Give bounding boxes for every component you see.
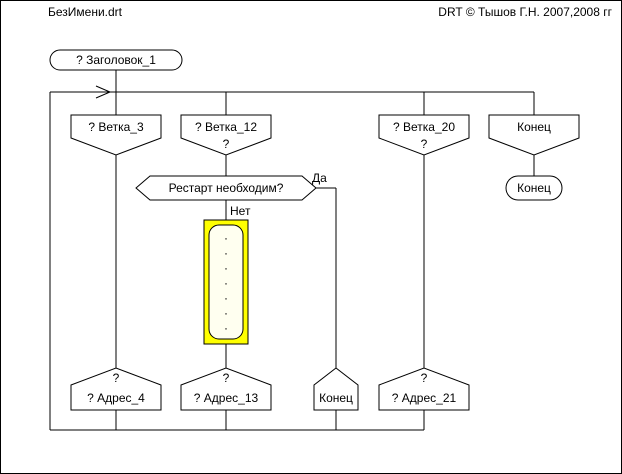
action-dot: · — [224, 246, 228, 260]
address-marker: ? — [113, 371, 120, 385]
file-name: БезИмени.drt — [48, 5, 123, 19]
address-marker: ? — [421, 371, 428, 385]
branch-ветка-12[interactable]: ? Ветка_12 ? — [180, 114, 272, 156]
action-dot: · — [224, 306, 228, 320]
action-dots: · · · · · · · — [224, 231, 228, 335]
connector-lines — [49, 70, 535, 431]
decision-no-label: Нет — [230, 204, 251, 218]
end-terminal[interactable]: Конец — [505, 175, 563, 201]
address-label: ? Адрес_4 — [87, 391, 145, 405]
action-dot: · — [224, 231, 228, 245]
action-dot: · — [224, 291, 228, 305]
action-block[interactable]: · · · · · · · — [203, 219, 249, 345]
address-marker: ? — [223, 371, 230, 385]
address-label: ? Адрес_13 — [194, 391, 259, 405]
address-label: ? Адрес_21 — [392, 391, 457, 405]
branch-ветка-20[interactable]: ? Ветка_20 ? — [378, 114, 470, 156]
action-dot: · — [224, 261, 228, 275]
branch-label: ? Ветка_20 — [393, 120, 455, 134]
branch-label: Конец — [517, 120, 551, 134]
title-terminal[interactable]: ? Заголовок_1 — [49, 49, 183, 71]
address-адрес-21[interactable]: ? ? Адрес_21 — [378, 367, 470, 411]
address-адрес-13[interactable]: ? ? Адрес_13 — [180, 367, 272, 411]
end-terminal-label: Конец — [517, 181, 551, 195]
copyright-text: DRT © Тышов Г.Н. 2007,2008 гг — [438, 5, 612, 19]
branch-marker: ? — [223, 137, 230, 151]
action-dot: · — [224, 321, 228, 335]
address-конец[interactable]: Конец — [313, 367, 359, 411]
loop-arrow-icon — [95, 85, 112, 99]
decision-yes-label: Да — [312, 171, 327, 185]
address-адрес-4[interactable]: ? ? Адрес_4 — [70, 367, 162, 411]
branch-конец[interactable]: Конец — [488, 114, 580, 156]
decision-restart[interactable]: Рестарт необходим? — [135, 175, 317, 201]
action-dot: · — [224, 276, 228, 290]
title-label: ? Заголовок_1 — [76, 53, 156, 67]
address-label: Конец — [319, 391, 353, 405]
branch-label: ? Ветка_3 — [88, 120, 144, 134]
decision-label: Рестарт необходим? — [169, 181, 284, 195]
branch-label: ? Ветка_12 — [195, 120, 257, 134]
branch-marker: ? — [421, 137, 428, 151]
branch-ветка-3[interactable]: ? Ветка_3 — [70, 114, 162, 156]
